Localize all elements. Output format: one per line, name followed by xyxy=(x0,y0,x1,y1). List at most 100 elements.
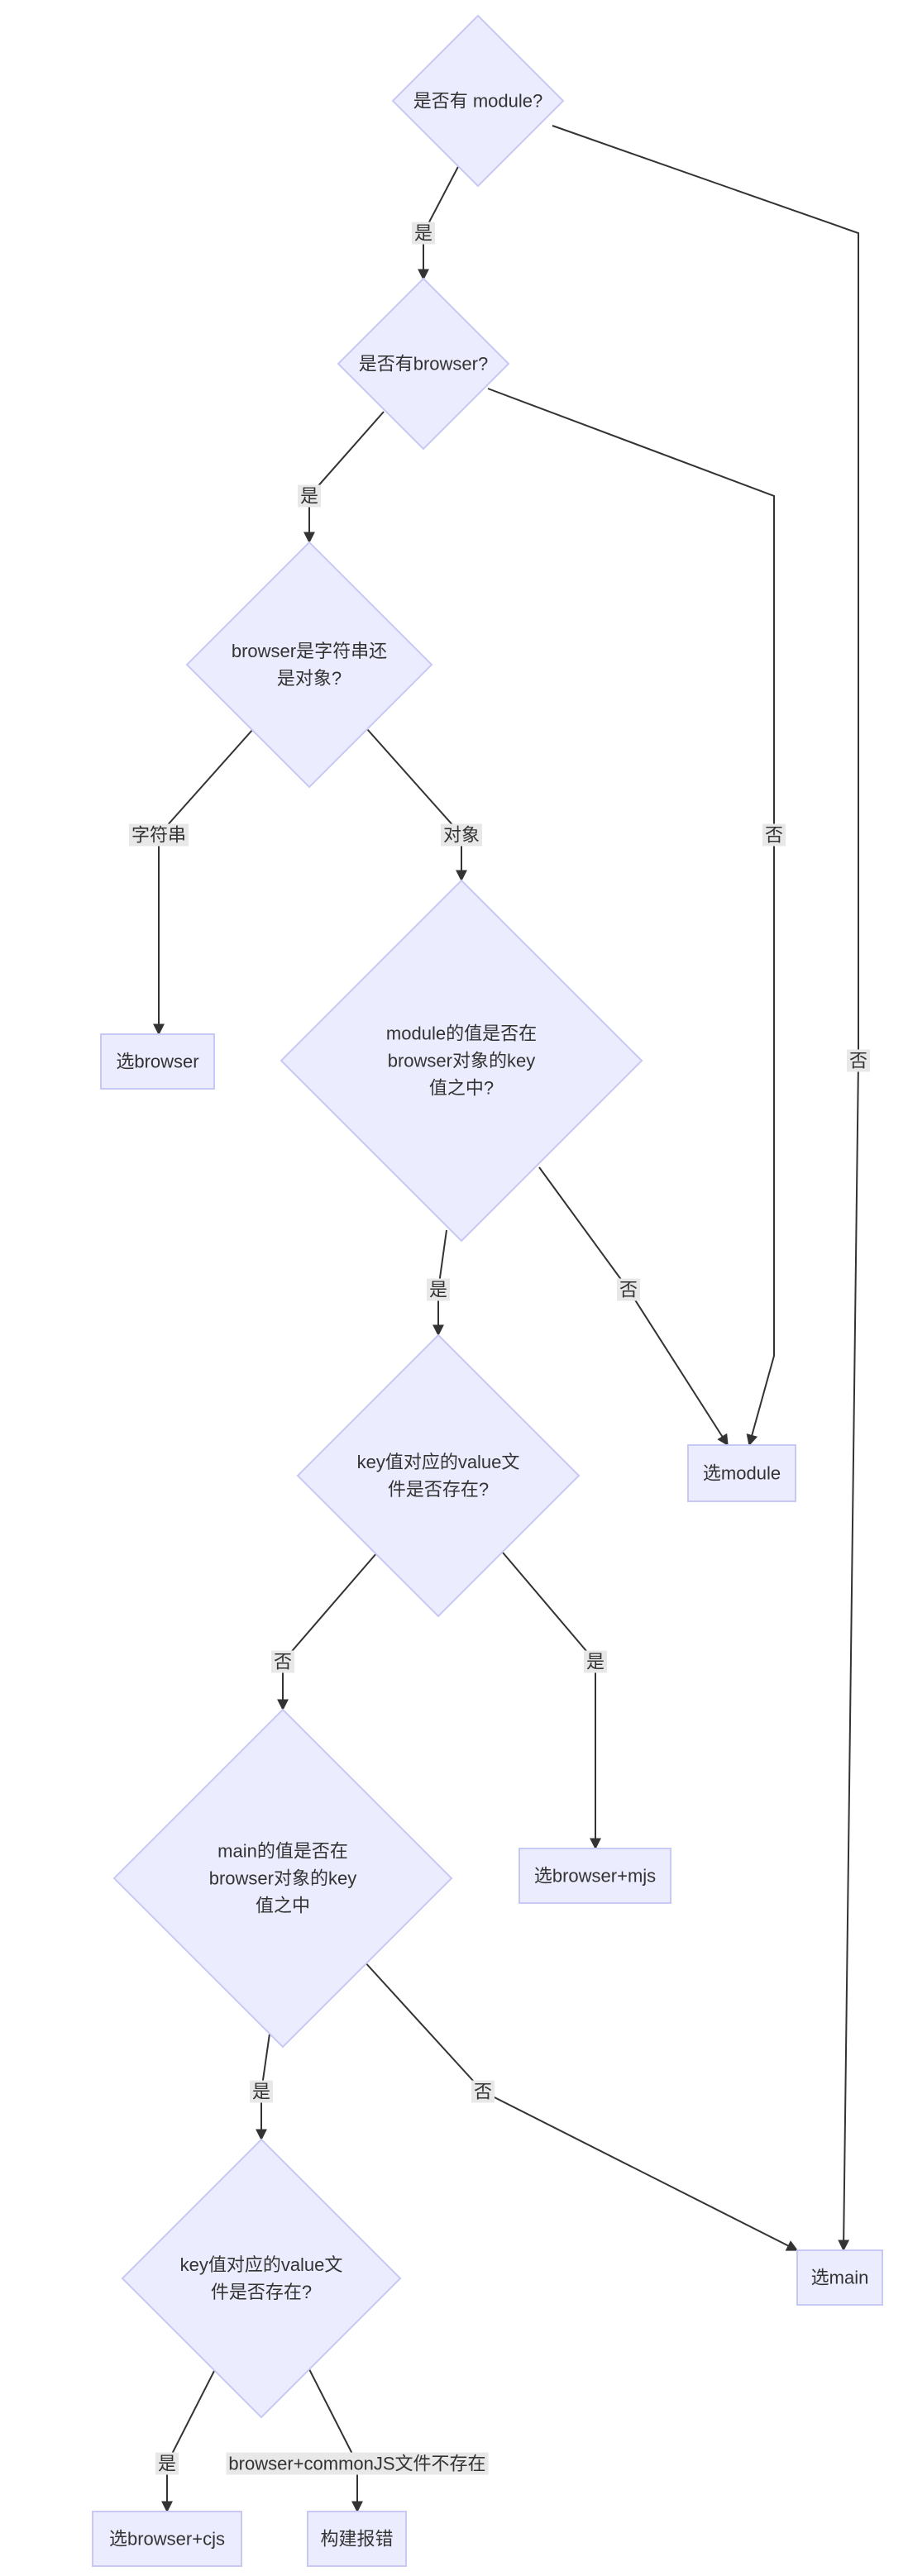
process-box xyxy=(796,2249,883,2306)
edge-label-bg xyxy=(583,1650,608,1673)
node-label-line: 是否有browser? xyxy=(359,354,488,374)
edge-type-object xyxy=(366,728,467,882)
process-box xyxy=(92,2511,242,2567)
node-pick-module: 选module xyxy=(687,1444,796,1502)
edge-module-key-no xyxy=(538,1166,729,1447)
node-label-line: 是否有 module? xyxy=(413,91,543,112)
node-label-line: 选browser xyxy=(116,1052,198,1072)
node-label-line: 值之中? xyxy=(429,1078,494,1099)
edge-label-text: 是 xyxy=(586,1652,605,1672)
node-label-line: key值对应的value文 xyxy=(180,2254,343,2275)
edge-label-text: 是 xyxy=(158,2454,176,2474)
node-label-line: key值对应的value文 xyxy=(357,1452,520,1472)
edge-label-text: 否 xyxy=(619,1280,638,1300)
edge-label-text: 对象 xyxy=(443,825,480,846)
edge-label-bg xyxy=(226,2452,489,2475)
process-box xyxy=(307,2511,407,2567)
edge-browser-yes xyxy=(303,411,385,544)
edge-main-key-no xyxy=(363,1960,799,2251)
edge-file1-no xyxy=(277,1552,378,1711)
edge-label-bg xyxy=(440,823,483,847)
edge-label-type-object: 对象 xyxy=(440,823,483,847)
decision-diamond xyxy=(296,1333,581,1618)
edge-label-text: 否 xyxy=(474,2082,492,2102)
edge-label-bg xyxy=(411,222,436,245)
edge-label-file1-yes: 是 xyxy=(583,1650,608,1673)
edge-label-text: 否 xyxy=(849,1051,867,1071)
decision-diamond xyxy=(185,541,433,789)
edge-label-bg xyxy=(616,1278,641,1301)
node-q-module-in-key: module的值是否在 browser对象的key 值之中? xyxy=(280,879,643,1243)
edge-label-bg xyxy=(128,823,189,847)
edge-label-text: 是 xyxy=(414,223,432,244)
node-pick-browser: 选browser xyxy=(100,1033,215,1090)
edge-label-bg xyxy=(249,2080,274,2103)
process-box xyxy=(687,1444,796,1502)
node-pick-main: 选main xyxy=(796,2249,883,2306)
decision-diamond xyxy=(391,14,565,188)
edge-label-text: 字符串 xyxy=(131,825,186,846)
decision-diamond xyxy=(280,879,643,1243)
node-q-browser: 是否有browser? xyxy=(337,277,510,451)
edge-label-bg xyxy=(270,1650,295,1673)
edge-label-bg xyxy=(155,2452,179,2475)
node-label-line: browser对象的key xyxy=(209,1868,356,1889)
edge-label-bg xyxy=(762,823,786,847)
edge-module-yes xyxy=(418,160,462,281)
edge-label-file1-no: 否 xyxy=(270,1650,295,1673)
edge-label-browser-yes: 是 xyxy=(297,484,322,508)
edge-type-string xyxy=(153,728,254,1036)
edge-label-module-key-yes: 是 xyxy=(426,1278,451,1301)
process-box xyxy=(519,1848,671,1904)
edge-label-type-string: 字符串 xyxy=(128,823,189,847)
node-q-main-in-key: main的值是否在 browser对象的key 值之中 xyxy=(112,1708,453,2049)
edge-file1-yes xyxy=(502,1552,601,1850)
edge-label-bg xyxy=(846,1049,871,1072)
edge-label-bg xyxy=(471,2080,495,2103)
decision-diamond xyxy=(112,1708,453,2049)
decision-diamond xyxy=(337,277,510,451)
node-build-error: 构建报错 xyxy=(307,2511,407,2567)
node-q-module: 是否有 module? xyxy=(391,14,565,188)
edge-label-bg xyxy=(426,1278,451,1301)
node-label-line: module的值是否在 xyxy=(386,1023,537,1044)
node-label-line: 选main xyxy=(811,2268,869,2288)
edge-label-bg xyxy=(297,484,322,508)
node-label-line: 值之中 xyxy=(256,1896,310,1916)
node-label-line: 件是否存在? xyxy=(211,2282,312,2302)
node-label-line: 是对象? xyxy=(277,668,342,689)
node-label-line: browser对象的key xyxy=(388,1051,535,1071)
node-label-line: 构建报错 xyxy=(320,2529,393,2550)
edge-label-text: 是 xyxy=(252,2082,270,2102)
node-label-line: 选browser+mjs xyxy=(534,1866,656,1887)
edge-label-main-key-yes: 是 xyxy=(249,2080,274,2103)
edge-label-text: 否 xyxy=(765,825,783,846)
node-label-line: 选browser+cjs xyxy=(109,2529,225,2550)
node-label-line: main的值是否在 xyxy=(217,1841,348,1862)
edge-label-text: 是 xyxy=(429,1280,447,1300)
edge-file2-yes xyxy=(161,2368,216,2513)
edge-label-module-yes: 是 xyxy=(411,222,436,245)
node-label-line: browser是字符串还 xyxy=(232,641,387,661)
decision-diamond xyxy=(121,2138,402,2419)
process-box xyxy=(100,1033,215,1090)
edge-label-text: browser+commonJS文件不存在 xyxy=(228,2454,485,2474)
node-pick-browser-cjs: 选browser+cjs xyxy=(92,2511,242,2567)
edge-label-module-key-no: 否 xyxy=(616,1278,641,1301)
edge-label-module-no: 否 xyxy=(846,1049,871,1072)
node-pick-browser-mjs: 选browser+mjs xyxy=(519,1848,671,1904)
edge-browser-no xyxy=(487,388,775,1447)
edge-label-file2-yes: 是 xyxy=(155,2452,179,2475)
edge-label-text: 否 xyxy=(274,1652,292,1672)
edge-label-file2-missing: browser+commonJS文件不存在 xyxy=(226,2452,489,2475)
node-label-line: 选module xyxy=(703,1463,781,1484)
edge-label-main-key-no: 否 xyxy=(471,2080,495,2103)
node-label-line: 件是否存在? xyxy=(388,1479,489,1500)
edge-file2-missing xyxy=(308,2368,363,2513)
edge-module-no xyxy=(552,125,859,2252)
edge-label-text: 是 xyxy=(300,486,318,507)
